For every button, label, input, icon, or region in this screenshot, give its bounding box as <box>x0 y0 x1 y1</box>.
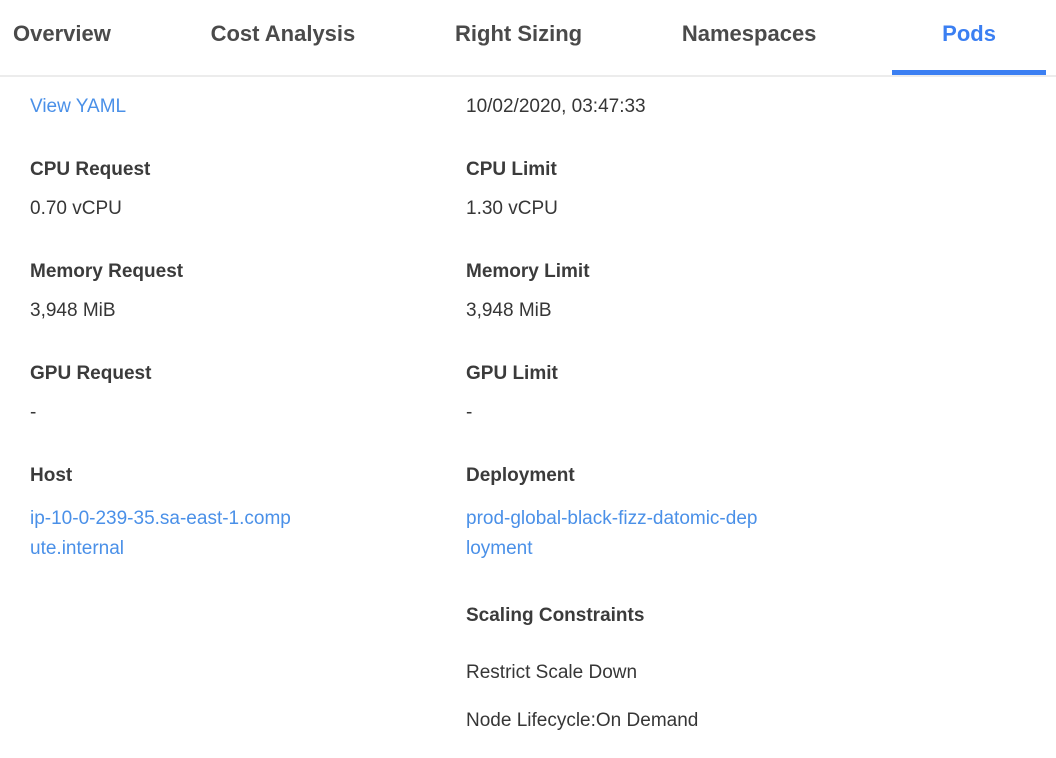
scaling-item-node-lifecycle: Node Lifecycle:On Demand <box>466 710 699 731</box>
details-left-column: View YAML CPU Request 0.70 vCPU Memory R… <box>30 96 466 758</box>
view-yaml-row: View YAML <box>30 96 466 118</box>
pod-details-panel: View YAML CPU Request 0.70 vCPU Memory R… <box>0 77 1056 758</box>
field-label: CPU Limit <box>466 159 557 180</box>
field-host: Host ip-10-0-239-35.sa-east-1.compute.in… <box>30 465 466 564</box>
tab-cost-analysis[interactable]: Cost Analysis <box>210 20 356 46</box>
field-label: Deployment <box>466 465 575 486</box>
view-yaml-link[interactable]: View YAML <box>30 96 127 117</box>
tab-namespaces[interactable]: Namespaces <box>681 20 817 46</box>
field-cpu-limit: CPU Limit 1.30 vCPU <box>466 159 1046 220</box>
field-memory-limit: Memory Limit 3,948 MiB <box>466 261 1046 322</box>
timestamp: 10/02/2020, 03:47:33 <box>466 96 646 117</box>
field-value: 1.30 vCPU <box>466 198 558 219</box>
field-gpu-request: GPU Request - <box>30 363 466 424</box>
field-deployment: Deployment prod-global-black-fizz-datomi… <box>466 465 1046 564</box>
field-gpu-limit: GPU Limit - <box>466 363 1046 424</box>
field-label: Memory Request <box>30 261 184 282</box>
tab-bar: Overview Cost Analysis Right Sizing Name… <box>0 0 1056 77</box>
field-label: Memory Limit <box>466 261 590 282</box>
field-value: 3,948 MiB <box>466 300 552 321</box>
field-value: - <box>30 402 37 423</box>
field-label: Host <box>30 465 73 486</box>
scaling-constraints-label: Scaling Constraints <box>466 605 645 626</box>
tab-pods[interactable]: Pods <box>892 0 1046 75</box>
deployment-link[interactable]: prod-global-black-fizz-datomic-deploymen… <box>466 508 758 559</box>
scaling-item-restrict-scale-down: Restrict Scale Down <box>466 662 638 683</box>
scaling-constraints-section: Scaling Constraints Restrict Scale Down … <box>466 605 1046 732</box>
field-label: GPU Request <box>30 363 152 384</box>
field-value: - <box>466 402 473 423</box>
details-right-column: 10/02/2020, 03:47:33 CPU Limit 1.30 vCPU… <box>466 96 1046 758</box>
field-label: GPU Limit <box>466 363 558 384</box>
field-cpu-request: CPU Request 0.70 vCPU <box>30 159 466 220</box>
host-link[interactable]: ip-10-0-239-35.sa-east-1.compute.interna… <box>30 508 291 559</box>
field-value: 3,948 MiB <box>30 300 116 321</box>
field-label: CPU Request <box>30 159 151 180</box>
tab-overview[interactable]: Overview <box>13 20 111 46</box>
tab-right-sizing[interactable]: Right Sizing <box>455 20 583 46</box>
field-memory-request: Memory Request 3,948 MiB <box>30 261 466 322</box>
field-value: 0.70 vCPU <box>30 198 122 219</box>
